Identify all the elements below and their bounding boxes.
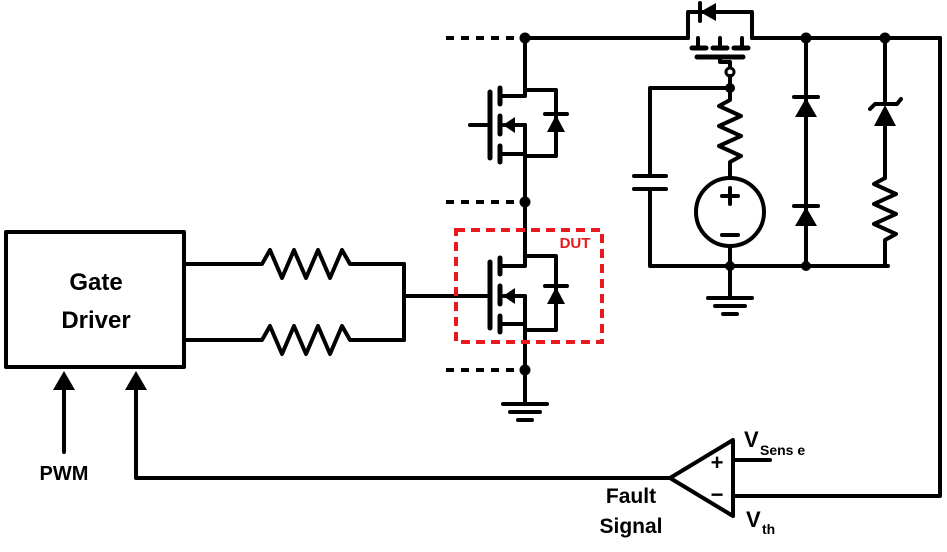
v-sense-main: V	[744, 427, 759, 452]
sense-wire	[731, 36, 942, 498]
comparator	[668, 438, 772, 518]
dut-label: DUT	[560, 235, 591, 252]
v-th-subscript: th	[762, 521, 775, 537]
voltage-source	[694, 176, 766, 300]
source-ground-symbol	[706, 296, 754, 316]
series-diodes	[792, 36, 820, 268]
blocking-mosfet	[686, 1, 754, 78]
fault-signal-label-line1: Fault	[606, 485, 656, 508]
gate-driver-box	[4, 230, 186, 369]
junction-dot	[519, 364, 531, 376]
v-sense-label: V	[744, 427, 759, 452]
dut-ground-symbol	[501, 402, 549, 422]
comparator-minus-sign: −	[711, 482, 724, 507]
fault-signal-label-line2: Signal	[599, 515, 662, 538]
pwm-label: PWM	[40, 463, 89, 485]
gate-resistor-bottom	[182, 324, 406, 356]
gate-driver-label-line2: Driver	[61, 307, 130, 334]
junction-dot	[725, 261, 735, 271]
dut-highlight-box	[454, 228, 604, 344]
v-th-main: V	[746, 507, 761, 532]
dut-mosfet	[487, 254, 569, 335]
v-th-label: V	[746, 507, 761, 532]
zener-resistor-branch	[868, 36, 903, 268]
junction-dot	[519, 196, 531, 208]
upper-mosfet	[468, 85, 569, 165]
capacitor-branch	[632, 74, 890, 268]
comparator-plus-sign: +	[711, 450, 724, 475]
fault-feedback-line	[125, 371, 672, 480]
gate-driver-label-line1: Gate	[69, 269, 122, 296]
v-sense-subscript: Sens e	[760, 442, 805, 458]
gate-resistor-top	[182, 248, 406, 280]
bias-resistor	[717, 86, 743, 180]
pwm-input-arrow	[53, 371, 75, 454]
